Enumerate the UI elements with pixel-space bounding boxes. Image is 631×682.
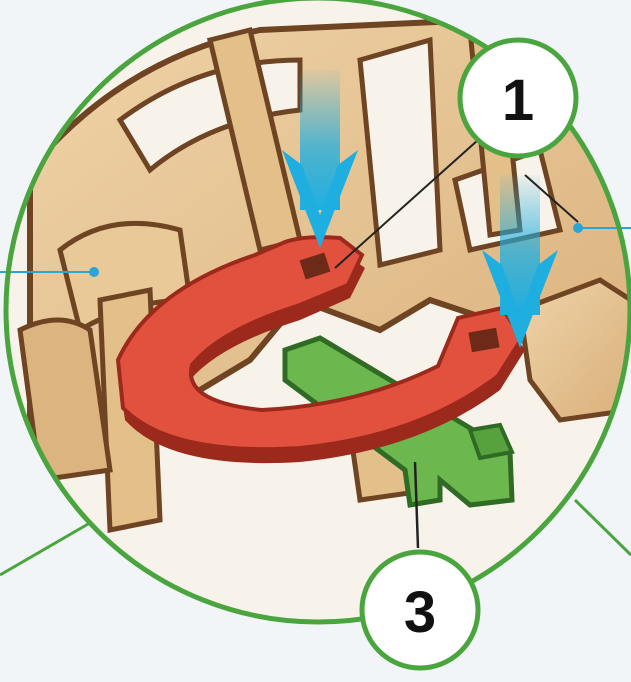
callout-3: 3 [362,552,478,668]
callout-3-label: 3 [404,580,436,645]
callout-1: 1 [460,40,576,156]
callout-1-label: 1 [502,68,534,133]
